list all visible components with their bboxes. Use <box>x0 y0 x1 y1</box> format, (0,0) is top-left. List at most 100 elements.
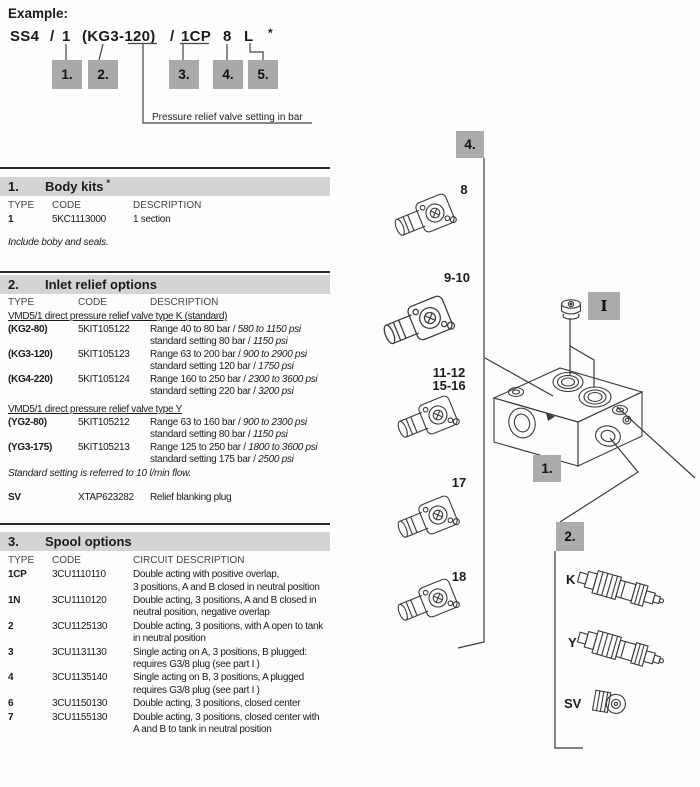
cell-code: 5KIT105123 <box>78 348 130 360</box>
group4-tag: 4. <box>456 131 484 158</box>
col-code: CODE <box>78 297 107 308</box>
valve-diagonal-line <box>616 406 696 479</box>
section1-title: Body kits <box>45 179 104 194</box>
plug-i-drawing <box>560 299 582 320</box>
table-row: (KG4-220) 5KIT105124 Range 160 to 250 ba… <box>0 374 330 399</box>
relief-valve-k-drawing <box>575 565 668 613</box>
cell-code: 3CU1110110 <box>52 569 106 581</box>
cell-description: Relief blanking plug <box>150 492 232 504</box>
cell-code: 5KC1113000 <box>52 214 106 226</box>
label-relief-k: K <box>566 572 576 587</box>
label-spool-15-16: 15-16 <box>432 378 466 393</box>
group1-tag: 1. <box>533 455 561 482</box>
cell-description: 1 section <box>133 214 171 226</box>
code-part-6: L <box>244 28 254 45</box>
cell-description: Range 40 to 80 bar / 580 to 1150 psi sta… <box>150 323 301 347</box>
cell-description: Range 63 to 200 bar / 900 to 2900 psi st… <box>150 348 307 372</box>
spool-17-drawing <box>393 493 461 546</box>
example-connector-lines <box>65 42 312 124</box>
section-inlet-relief: 2. Inlet relief options TYPE CODE DESCRI… <box>0 271 330 505</box>
col-code: CODE <box>52 200 81 211</box>
cell-description: Single acting on B, 3 positions, A plugg… <box>133 672 304 696</box>
cell-type: 1 <box>8 214 14 226</box>
cell-type: (YG2-80) <box>8 416 47 428</box>
cell-code: 5KIT105212 <box>78 416 130 428</box>
cell-type: 1N <box>8 595 21 607</box>
section1-header: 1. Body kits * <box>0 177 330 196</box>
cell-type: 1CP <box>8 569 27 581</box>
table-row: (KG3-120) 5KIT105123 Range 63 to 200 bar… <box>0 349 330 374</box>
pointer-lines <box>457 158 696 749</box>
section1-number: 1. <box>8 179 19 194</box>
table-row-sv: SV XTAP623282 Relief blanking plug <box>0 492 330 504</box>
table-row: (KG2-80) 5KIT105122 Range 40 to 80 bar /… <box>0 324 330 349</box>
valve-body-drawing <box>492 367 644 467</box>
cell-type: (YG3-175) <box>8 441 52 453</box>
spool-8-drawing <box>390 191 458 244</box>
code-relief-part: (KG3-120) <box>82 28 156 45</box>
cell-description: Range 160 to 250 bar / 2300 to 3600 psi … <box>150 373 318 398</box>
table-row: 6 3CU1150130 Double acting, 3 positions,… <box>0 698 330 710</box>
label-spool-11-12: 11-12 <box>432 365 466 380</box>
code-star: * <box>268 26 273 40</box>
label-spool-18: 18 <box>451 569 467 584</box>
section1-footnote-mark: * <box>106 177 111 188</box>
example-tag-3: 3. <box>169 60 199 89</box>
cell-type: 3 <box>8 646 14 658</box>
table1-headers: TYPE CODE DESCRIPTION <box>0 200 330 212</box>
cell-type: (KG3-120) <box>8 348 53 360</box>
cell-type: (KG2-80) <box>8 323 48 335</box>
group2-bracket-line <box>554 551 583 749</box>
group4-to-valve-line <box>484 357 554 397</box>
cell-description: Double acting with positive overlap, 3 p… <box>133 569 320 593</box>
section2-header: 2. Inlet relief options <box>0 275 330 294</box>
label-relief-sv: SV <box>564 696 582 711</box>
parts-diagram: 4. I 1. 2. 8 9-10 11-12 15-16 17 18 K Y … <box>378 120 700 782</box>
section2-note: Standard setting is referred to 10 l/min… <box>8 468 192 480</box>
code-slash-1: / <box>50 28 55 45</box>
cell-code: 3CU1155130 <box>52 711 108 723</box>
spool-18-drawing <box>393 576 461 629</box>
cell-type: 7 <box>8 711 14 723</box>
table-row: 1N 3CU1110120 Double acting, 3 positions… <box>0 595 330 620</box>
col-type: TYPE <box>8 297 35 308</box>
col-circuit-description: CIRCUIT DESCRIPTION <box>133 555 245 566</box>
label-relief-y: Y <box>568 635 577 650</box>
cell-description: Range 125 to 250 bar / 1800 to 3600 psi … <box>150 441 318 466</box>
section3-title: Spool options <box>45 534 132 549</box>
section3-number: 3. <box>8 534 19 549</box>
example-tag-2: 2. <box>88 60 118 89</box>
table-row: (YG2-80) 5KIT105212 Range 63 to 160 bar … <box>0 417 330 442</box>
col-type: TYPE <box>8 200 35 211</box>
example-heading: Example: <box>8 6 69 21</box>
group2-tag: 2. <box>556 522 584 551</box>
callout-pressure-setting: Pressure relief valve setting in bar <box>152 112 303 123</box>
table-row: 3 3CU1131130 Single acting on A, 3 posit… <box>0 647 330 672</box>
code-spool-part: 1CP <box>181 28 212 45</box>
cell-description: Double acting, 3 positions, closed cente… <box>133 698 301 710</box>
valve-to-group2-line <box>559 437 639 523</box>
cell-code: 3CU1110120 <box>52 595 107 607</box>
cell-code: 5KIT105122 <box>78 323 130 335</box>
cell-code: 5KIT105213 <box>78 441 130 453</box>
example-tag-5: 5. <box>248 60 278 89</box>
code-relief-setting: 120) <box>124 28 156 45</box>
section2-title: Inlet relief options <box>45 277 157 292</box>
cell-type: (KG4-220) <box>8 373 53 385</box>
section-spool-options: 3. Spool options TYPE CODE CIRCUIT DESCR… <box>0 523 330 737</box>
col-code: CODE <box>52 555 81 566</box>
cell-type: 4 <box>8 672 14 684</box>
table-row: (YG3-175) 5KIT105213 Range 125 to 250 ba… <box>0 442 330 467</box>
col-type: TYPE <box>8 555 35 566</box>
code-slash-2: / <box>170 28 175 45</box>
cell-description: Double acting, 3 positions, closed cente… <box>133 711 320 735</box>
divider <box>0 167 330 169</box>
cell-code: 3CU1135140 <box>52 672 108 684</box>
table-row: 4 3CU1135140 Single acting on B, 3 posit… <box>0 672 330 697</box>
divider <box>0 271 330 273</box>
section1-note: Include boby and seals. <box>8 236 109 248</box>
spool-9-10-drawing <box>378 293 457 354</box>
col-description: DESCRIPTION <box>133 200 202 211</box>
cell-description: Single acting on A, 3 positions, B plugg… <box>133 646 307 670</box>
relief-valve-y-drawing <box>575 625 668 673</box>
